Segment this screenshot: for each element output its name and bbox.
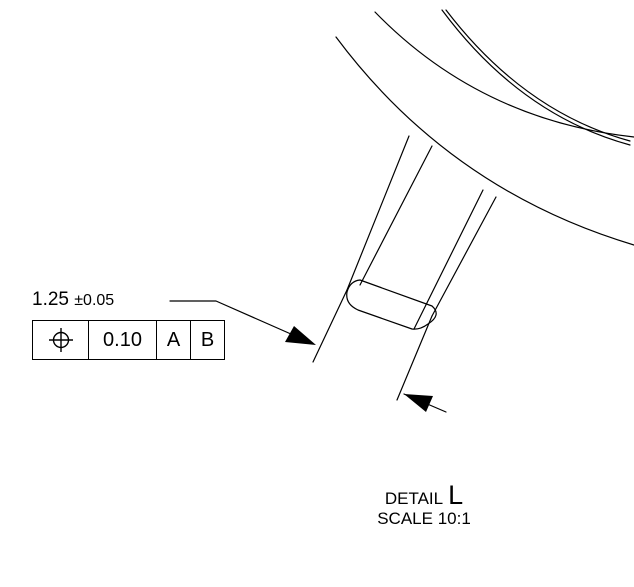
leader-arrowhead [285,326,316,345]
position-icon [48,328,73,352]
datum-secondary: B [200,328,215,351]
detail-scale: SCALE 10:1 [377,509,471,528]
datum-primary: A [157,321,191,359]
body-inner-arc-1 [374,11,634,138]
detail-letter: L [448,480,464,510]
dimension-tolerance: ±0.05 [74,292,115,309]
pin-left-edge [346,135,410,291]
body-inner-arc-3 [445,9,631,142]
position-tolerance-cell [33,321,89,359]
pin-right-edge [431,196,497,317]
feature-control-frame: 0.10 A B [32,320,225,360]
detail-word: DETAIL [384,489,444,508]
pin-inner-edge-left [359,145,433,286]
dimension-value: 1.25 [32,289,69,310]
pin-inner-edge-right [413,189,484,330]
body-inner-arc-2 [441,9,631,146]
leader-line [169,300,301,339]
size-dimension: 1.25 ±0.05 [32,290,114,311]
detail-label: DETAIL L SCALE 10:1 [334,480,514,528]
dimension-arrowhead [404,394,433,412]
tolerance-value: 0.10 [89,321,157,359]
pin-rounded-end [346,279,437,330]
body-outer-arc [335,36,634,246]
extension-line-right [396,315,433,401]
extension-line-left [312,289,348,363]
